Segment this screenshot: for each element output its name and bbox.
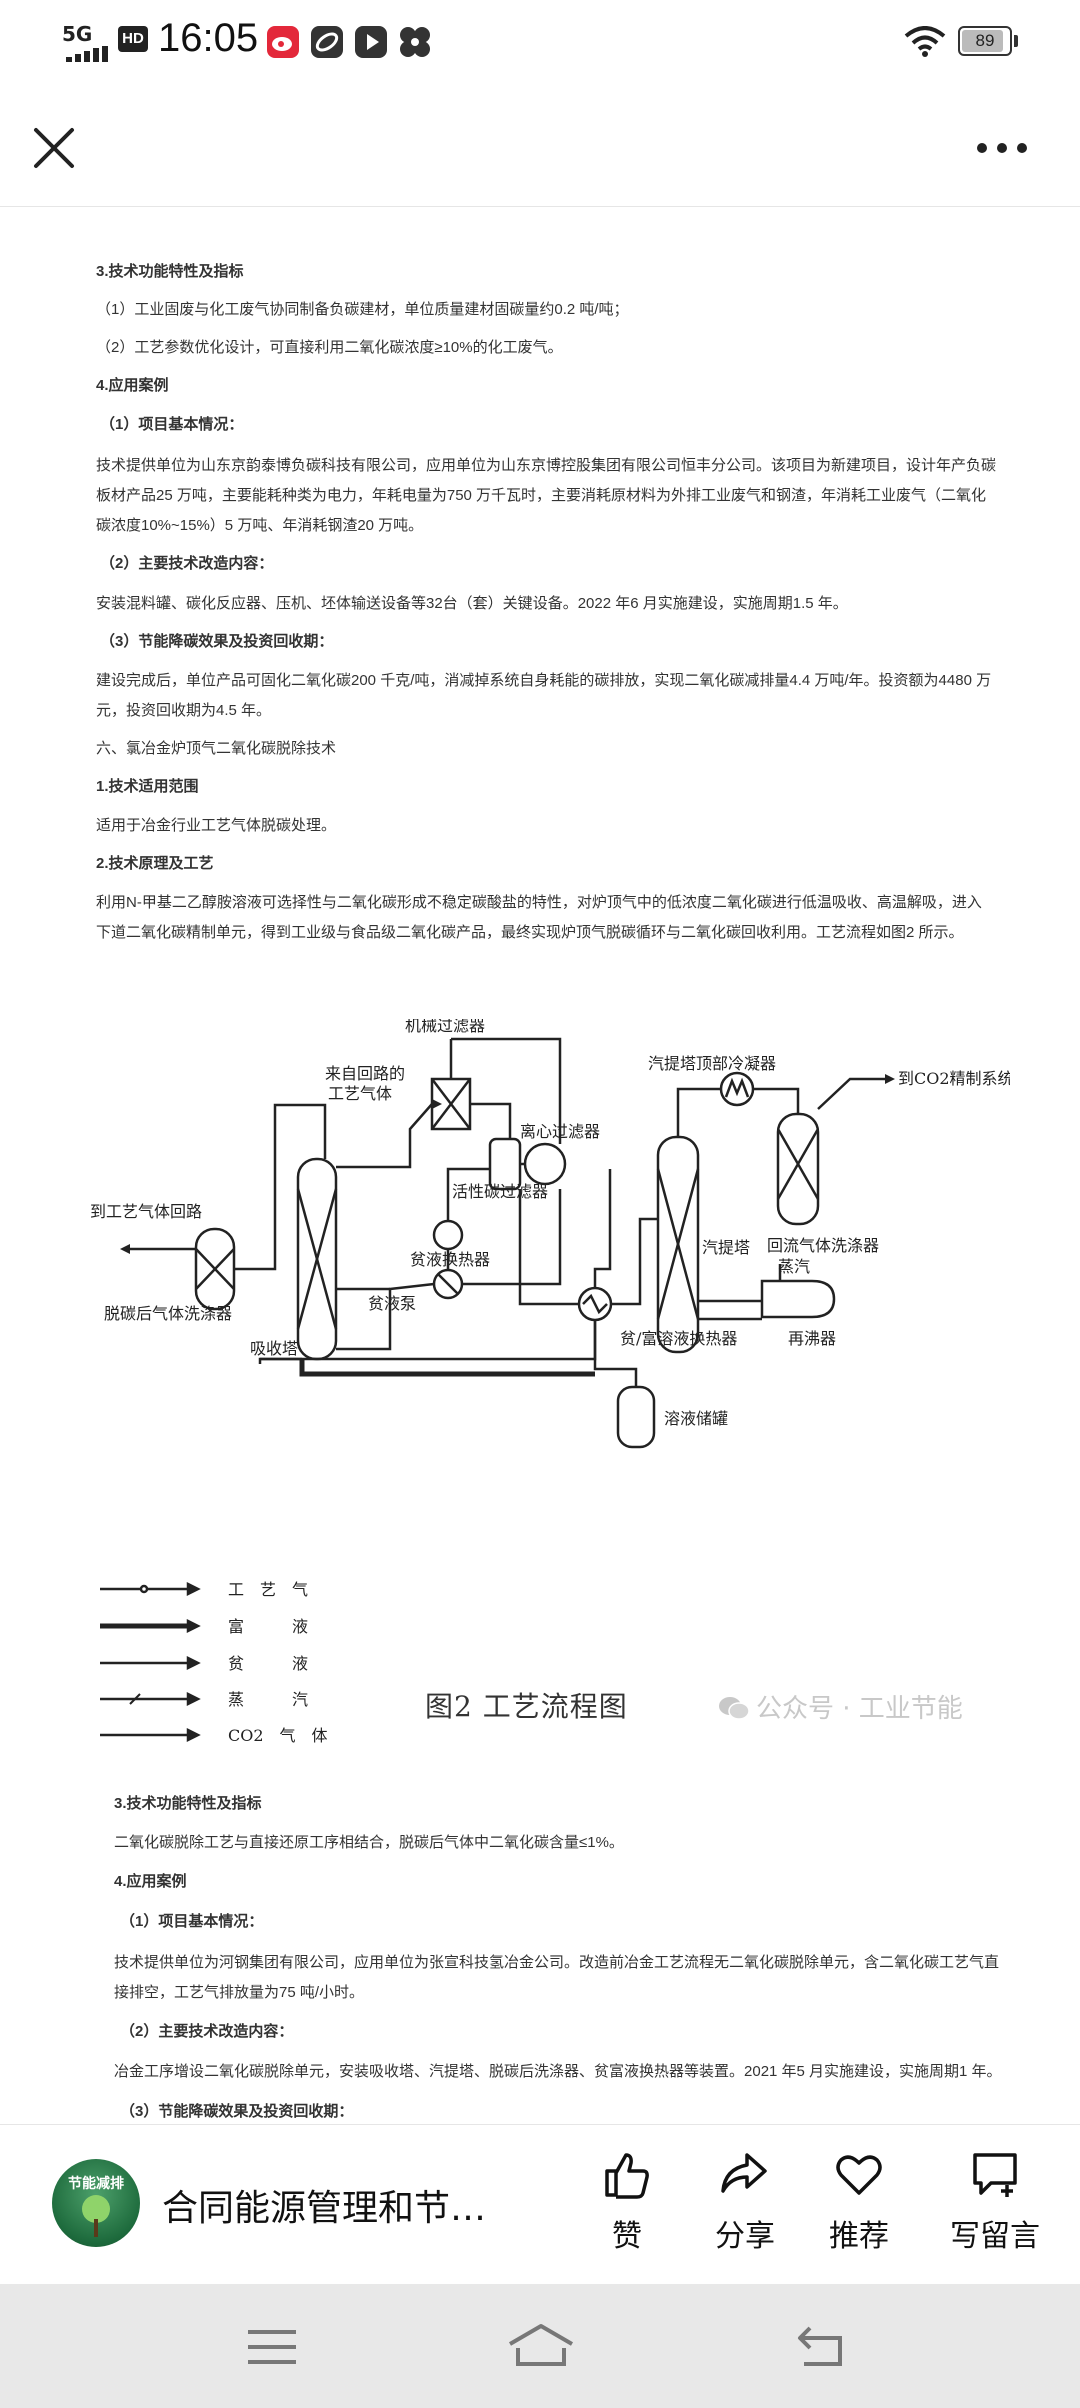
label-absorber: 吸收塔 bbox=[250, 1339, 298, 1358]
paragraph: 技术提供单位为河钢集团有限公司，应用单位为张宣科技氢冶金公司。改造前冶金工艺流程… bbox=[114, 1954, 1000, 2001]
status-bar: 5G HD 16:05 89 bbox=[0, 0, 1080, 84]
label-stripper-cooler: 汽提塔顶部冷凝器 bbox=[648, 1054, 776, 1073]
system-nav-bar bbox=[0, 2284, 1080, 2408]
section-heading: 3.技术功能特性及指标 bbox=[96, 263, 244, 280]
legend-co2: CO2 气 体 bbox=[228, 1726, 328, 1745]
clock: 16:05 bbox=[158, 16, 259, 60]
figure-caption: 图2 工艺流程图 bbox=[425, 1690, 628, 1723]
section-heading: 4.应用案例 bbox=[96, 377, 169, 394]
hd-badge: HD bbox=[118, 26, 148, 52]
label-to-refine: 到CO2精制系统 bbox=[898, 1069, 1010, 1088]
paragraph: 冶金工序增设二氧化碳脱除单元，安装吸收塔、汽提塔、脱碳后洗涤器、贫富液换热器等装… bbox=[114, 2063, 1002, 2080]
article-action-bar: 节能减排 合同能源管理和节… 赞 分享 推荐 写留言 bbox=[0, 2124, 1080, 2285]
label-reboiler: 再沸器 bbox=[788, 1329, 836, 1348]
paragraph: 适用于冶金行业工艺气体脱碳处理。 bbox=[96, 817, 337, 834]
section-heading: 1.技术适用范围 bbox=[96, 778, 199, 795]
like-button[interactable]: 赞 bbox=[572, 2147, 682, 2255]
section-heading: 4.应用案例 bbox=[114, 1873, 187, 1890]
section-title: 六、氯冶金炉顶气二氧化碳脱除技术 bbox=[96, 740, 337, 757]
battery-icon: 89 bbox=[958, 26, 1012, 56]
label-centrifugal: 离心过滤器 bbox=[520, 1122, 600, 1141]
section-heading: 3.技术功能特性及指标 bbox=[114, 1795, 262, 1812]
heart-icon bbox=[836, 2155, 882, 2195]
label-rich-lean-hx: 贫/富溶液换热器 bbox=[620, 1329, 737, 1348]
sub-heading: （2）主要技术改造内容： bbox=[100, 555, 274, 572]
label-incoming-gas-2: 工艺气体 bbox=[328, 1084, 392, 1103]
comment-icon bbox=[973, 2153, 1017, 2197]
top-bar bbox=[0, 84, 1080, 207]
wifi-icon bbox=[904, 26, 946, 57]
close-icon[interactable] bbox=[30, 124, 78, 172]
label-lean-pump: 贫液泵 bbox=[368, 1294, 416, 1313]
label-carbon-filter: 活性碳过滤器 bbox=[452, 1182, 548, 1201]
legend-steam: 蒸 汽 bbox=[228, 1690, 308, 1709]
wechat-icon bbox=[719, 1697, 750, 1720]
label-washer: 脱碳后气体洗涤器 bbox=[104, 1304, 232, 1323]
legend-process-gas: 工 艺 气 bbox=[228, 1580, 308, 1599]
network-type: 5G bbox=[62, 22, 93, 46]
paragraph: 安装混料罐、碳化反应器、压机、坯体输送设备等32台（套）关键设备。2022 年6… bbox=[96, 595, 848, 612]
pinwheel-icon bbox=[400, 27, 430, 57]
share-icon bbox=[721, 2153, 767, 2193]
legend-rich-liquid: 富 液 bbox=[228, 1617, 308, 1636]
sub-heading: （1）项目基本情况： bbox=[100, 416, 244, 433]
sub-heading: （2）主要技术改造内容： bbox=[120, 2023, 294, 2040]
weibo-icon bbox=[267, 26, 299, 58]
menu-icon[interactable] bbox=[242, 2322, 302, 2372]
label-filter: 机械过滤器 bbox=[405, 1019, 485, 1035]
label-steam: 蒸汽 bbox=[778, 1257, 810, 1276]
share-button[interactable]: 分享 bbox=[690, 2147, 800, 2255]
label-tank: 溶液储罐 bbox=[664, 1409, 728, 1428]
home-icon[interactable] bbox=[506, 2322, 576, 2372]
recommend-button[interactable]: 推荐 bbox=[804, 2147, 914, 2255]
article-body: 3.技术功能特性及指标 （1）工业固废与化工废气协同制备负碳建材，单位质量建材固… bbox=[0, 207, 1080, 2123]
sub-heading: （1）项目基本情况： bbox=[120, 1913, 264, 1930]
avatar[interactable]: 节能减排 bbox=[52, 2159, 140, 2247]
watermark: 公众号 · 工业节能 bbox=[718, 1688, 963, 1725]
section-heading: 2.技术原理及工艺 bbox=[96, 855, 214, 872]
label-to-loop: 到工艺气体回路 bbox=[90, 1202, 202, 1221]
label-stripper: 汽提塔 bbox=[702, 1238, 750, 1257]
label-incoming-gas: 来自回路的 bbox=[325, 1064, 405, 1083]
tree-icon bbox=[82, 2195, 110, 2237]
paragraph: （2）工艺参数优化设计，可直接利用二氧化碳浓度≥10%的化工废气。 bbox=[96, 339, 563, 356]
paragraph: （1）工业固废与化工废气协同制备负碳建材，单位质量建材固碳量约0.2 吨/吨； bbox=[96, 301, 629, 318]
account-name[interactable]: 合同能源管理和节… bbox=[162, 2188, 487, 2229]
sub-heading: （3）节能降碳效果及投资回收期： bbox=[120, 2103, 354, 2120]
thumbs-up-icon bbox=[605, 2153, 649, 2199]
play-icon bbox=[355, 26, 387, 58]
paragraph: 建设完成后，单位产品可固化二氧化碳200 千克/吨，消减掉系统自身耗能的碳排放，… bbox=[96, 672, 992, 719]
more-dots-icon[interactable] bbox=[972, 128, 1032, 168]
process-flow-diagram: 机械过滤器 来自回路的 工艺气体 离心过滤器 汽提塔顶部冷凝器 到CO2精制系统… bbox=[90, 1019, 1010, 1745]
sub-heading: （3）节能降碳效果及投资回收期： bbox=[100, 633, 334, 650]
link-icon bbox=[311, 26, 343, 58]
paragraph: 利用N-甲基二乙醇胺溶液可选择性与二氧化碳形成不稳定碳酸盐的特性，对炉顶气中的低… bbox=[96, 894, 982, 941]
paragraph: 技术提供单位为山东京韵泰博负碳科技有限公司，应用单位为山东京博控股集团有限公司恒… bbox=[96, 457, 997, 534]
label-reflux-washer: 回流气体洗涤器 bbox=[767, 1236, 879, 1255]
legend-lean-liquid: 贫 液 bbox=[228, 1654, 308, 1673]
back-icon[interactable] bbox=[794, 2322, 854, 2372]
comment-button[interactable]: 写留言 bbox=[920, 2147, 1070, 2255]
paragraph: 二氧化碳脱除工艺与直接还原工序相结合，脱碳后气体中二氧化碳含量≤1%。 bbox=[114, 1834, 624, 1851]
label-lean-hx: 贫液换热器 bbox=[410, 1250, 490, 1269]
